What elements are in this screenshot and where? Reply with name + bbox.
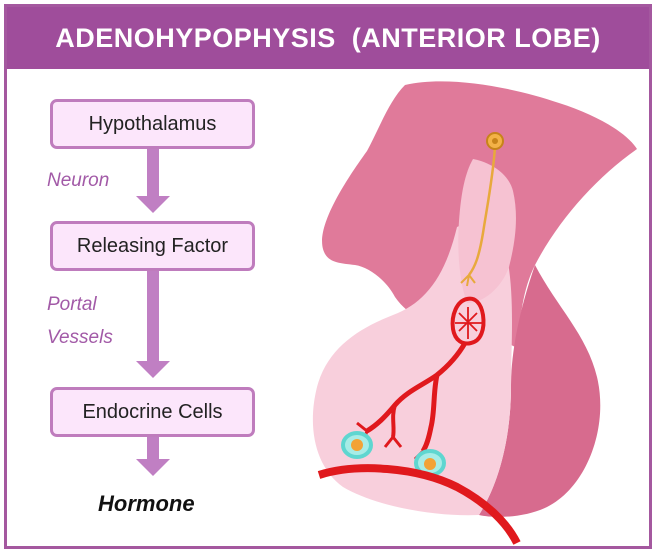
step-releasing-factor: Releasing Factor bbox=[50, 221, 255, 271]
step-hypothalamus: Hypothalamus bbox=[50, 99, 255, 149]
connector-label-neuron: Neuron bbox=[47, 168, 109, 194]
diagram-title: ADENOHYPOPHYSIS (ANTERIOR LOBE) bbox=[7, 7, 649, 69]
endocrine-cell-icon bbox=[343, 433, 371, 457]
step-endocrine-cells: Endocrine Cells bbox=[50, 387, 255, 437]
connector-label-portal: Portal bbox=[47, 292, 97, 318]
diagram-frame: ADENOHYPOPHYSIS (ANTERIOR LOBE) Hypothal… bbox=[4, 4, 652, 549]
pituitary-illustration bbox=[297, 67, 642, 545]
output-hormone-label: Hormone bbox=[98, 491, 195, 517]
connector-label-vessels: Vessels bbox=[47, 325, 113, 351]
